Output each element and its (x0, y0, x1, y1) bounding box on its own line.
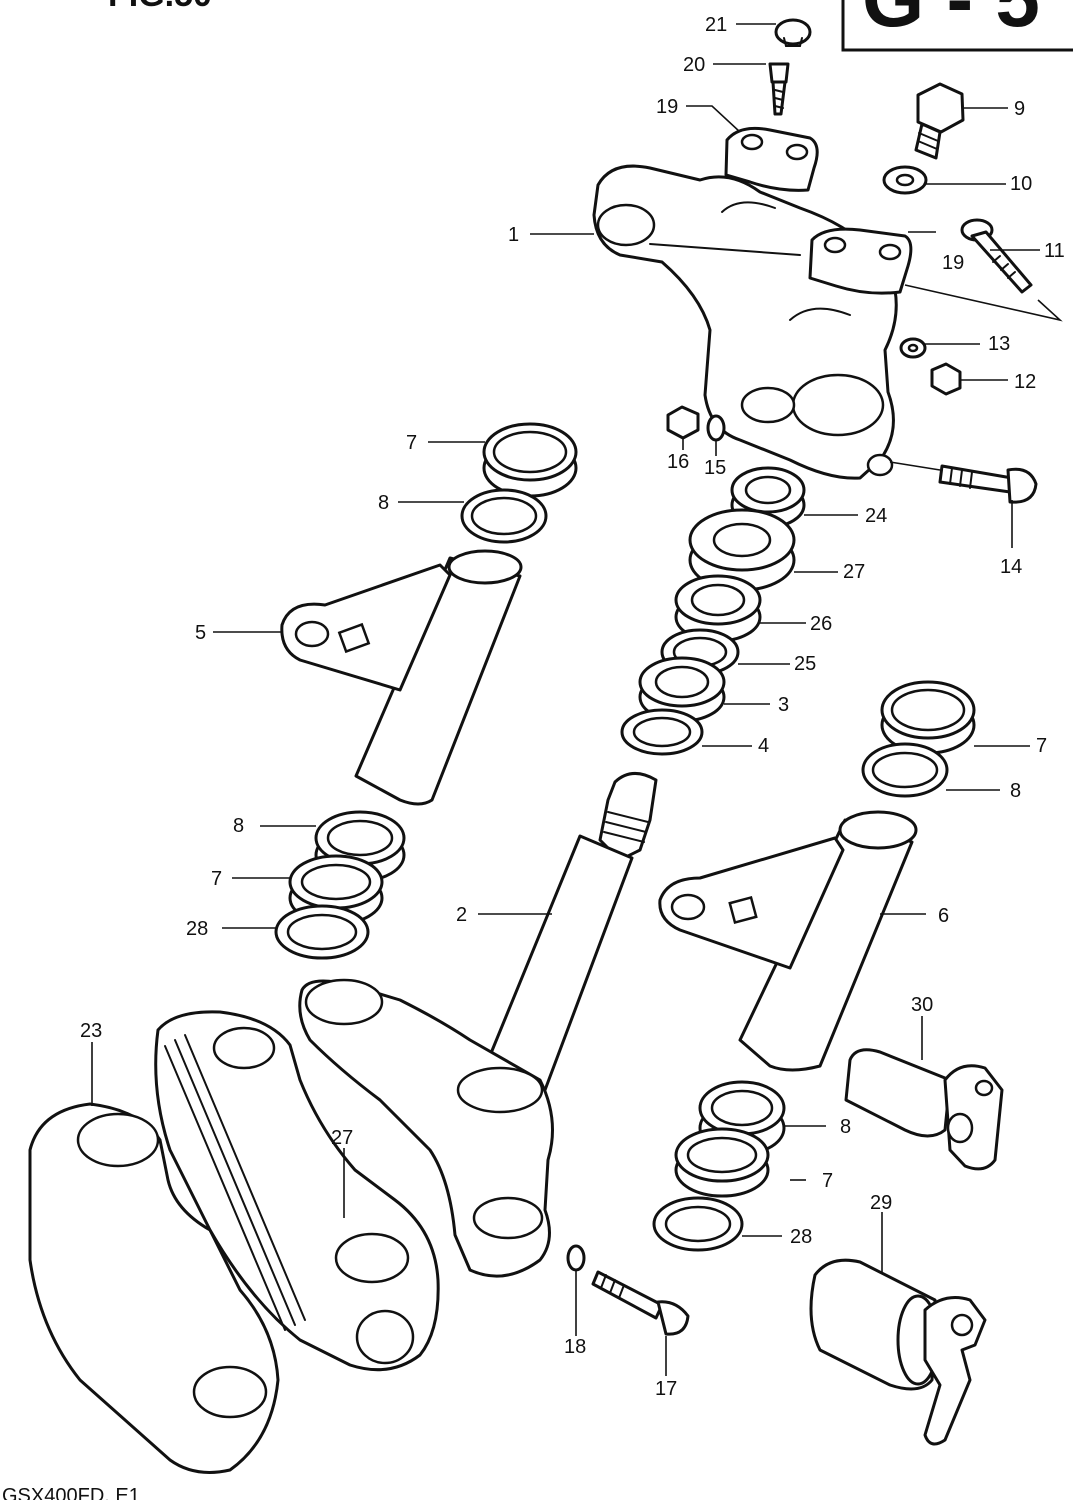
part-7-left-mid-seal (288, 854, 384, 926)
callout-7-left-mid: 7 (211, 868, 222, 890)
callout-7-right-top: 7 (1036, 735, 1047, 757)
callout-7-left-top: 7 (406, 432, 417, 454)
part-21-cap (774, 18, 812, 47)
footer-model-code: GSX400FD. E1 (2, 1485, 140, 1500)
callout-14: 14 (1000, 556, 1022, 578)
callout-28-left: 28 (186, 918, 208, 940)
section-code: G - 5 (862, 0, 1040, 43)
part-20-bolt (768, 62, 790, 116)
leader-lines (91, 23, 1063, 1376)
part-14-bolt (938, 464, 1038, 504)
callout-1: 1 (508, 224, 519, 246)
part-13-washer (899, 337, 927, 359)
part-11-bolt (960, 218, 1033, 294)
part-19-lower-clamp (808, 227, 913, 295)
part-24-nut (730, 466, 806, 529)
part-2-steering-stem (298, 772, 658, 1278)
callout-7-right-lower: 7 (822, 1170, 833, 1192)
callout-10: 10 (1010, 173, 1032, 195)
callout-19-lower: 19 (942, 252, 964, 274)
part-29-lock (809, 1258, 987, 1446)
part-27-top-cover (154, 1010, 440, 1372)
part-6-right-cover (658, 810, 918, 1072)
part-17-bolt (591, 1270, 690, 1336)
part-8-right-top-seal (861, 742, 949, 798)
figure-title: FIG.50 (108, 0, 212, 14)
callout-6: 6 (938, 905, 949, 927)
callout-16: 16 (667, 451, 689, 473)
callout-18: 18 (564, 1336, 586, 1358)
callout-28-right: 28 (790, 1226, 812, 1248)
callout-23: 23 (80, 1020, 102, 1042)
callout-27-upper: 27 (843, 561, 865, 583)
callout-30: 30 (911, 994, 933, 1016)
part-28-right-seal (652, 1196, 744, 1252)
part-1-upper-bracket (592, 164, 898, 480)
part-15-washer (706, 414, 726, 442)
part-8-left-top-seal (460, 488, 548, 544)
callout-3: 3 (778, 694, 789, 716)
part-4-seal (620, 708, 704, 756)
callout-4: 4 (758, 735, 769, 757)
part-26-bearing (674, 574, 762, 643)
part-16-nut (666, 405, 700, 440)
callout-9: 9 (1014, 98, 1025, 120)
part-5-left-cover (280, 549, 523, 806)
part-12-nut (930, 362, 962, 396)
callout-11: 11 (1044, 240, 1065, 262)
callout-21: 21 (705, 14, 727, 36)
part-10-washer (882, 165, 928, 195)
callout-8-left-mid: 8 (233, 815, 244, 837)
callout-26: 26 (810, 613, 832, 635)
part-23-top-cover (28, 1102, 280, 1474)
callout-13: 13 (988, 333, 1010, 355)
callout-17: 17 (655, 1378, 677, 1400)
part-7-left-top-seal (482, 422, 578, 498)
callout-27-lower: 27 (331, 1127, 353, 1149)
part-9-bolt (914, 82, 965, 160)
section-code-box (841, 0, 1073, 52)
callout-19-upper: 19 (656, 96, 678, 118)
callout-8-right-lower: 8 (840, 1116, 851, 1138)
callout-29: 29 (870, 1192, 892, 1214)
callout-8-right-top: 8 (1010, 780, 1021, 802)
callout-15: 15 (704, 457, 726, 479)
part-19-upper-clamp (724, 126, 819, 192)
callout-5: 5 (195, 622, 206, 644)
part-28-left-seal (274, 904, 370, 960)
part-7-right-top-seal (880, 680, 976, 755)
callout-24: 24 (865, 505, 887, 527)
callout-8-left-top: 8 (378, 492, 389, 514)
callout-20: 20 (683, 54, 705, 76)
part-30-lock (844, 1048, 1004, 1171)
callout-12: 12 (1014, 371, 1036, 393)
callout-2: 2 (456, 904, 467, 926)
callout-25: 25 (794, 653, 816, 675)
part-7-right-lower-seal (674, 1127, 770, 1198)
part-18-washer (566, 1244, 586, 1272)
